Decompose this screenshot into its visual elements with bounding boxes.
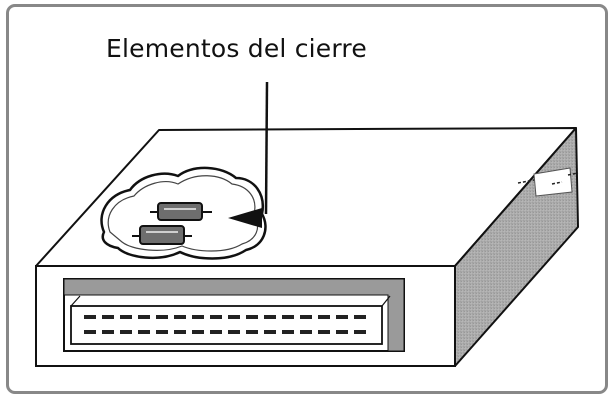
connector-slot <box>63 278 405 352</box>
side-notch <box>533 167 573 197</box>
figure-caption: Elementos del cierre <box>106 34 367 63</box>
closure-component-1 <box>150 202 212 221</box>
leader-arrow <box>228 81 269 228</box>
closure-component-2 <box>132 225 192 245</box>
